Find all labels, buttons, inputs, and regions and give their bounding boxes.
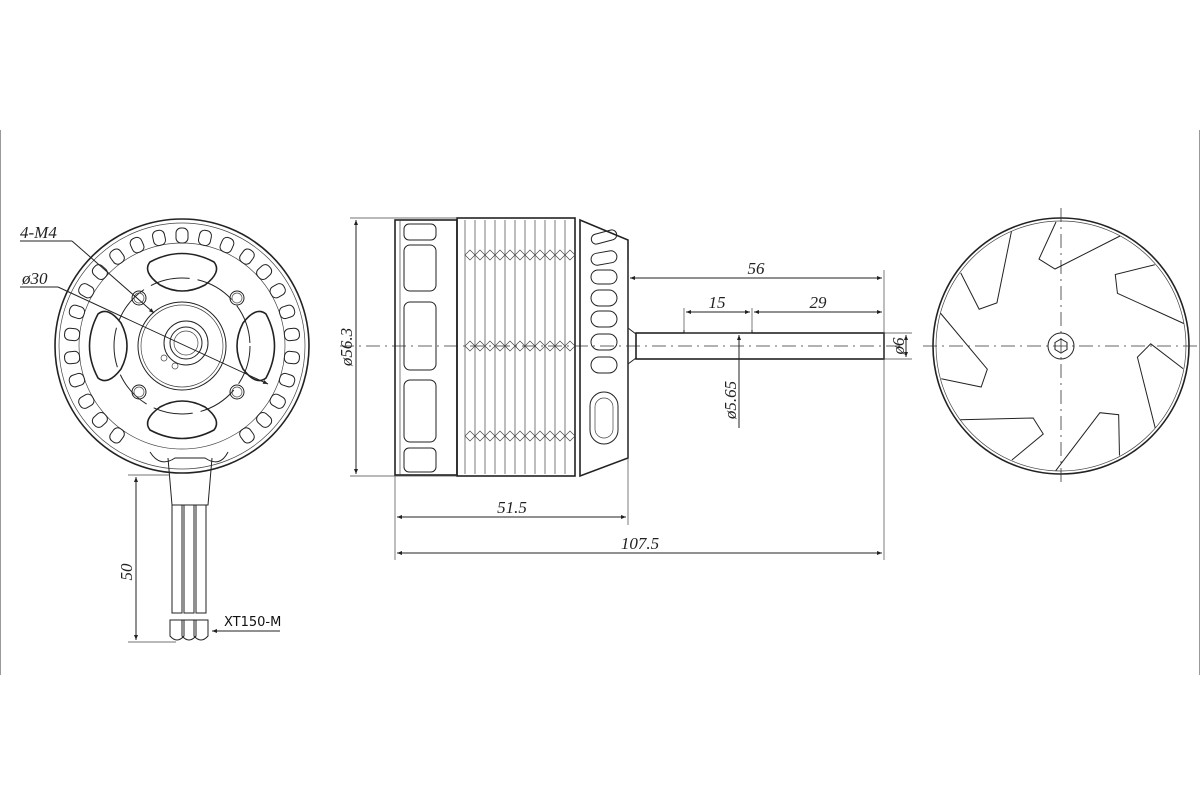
mount-holes <box>131 290 245 400</box>
cooling-slots <box>63 227 301 446</box>
endcap-slots <box>589 229 619 445</box>
can-ribs <box>464 220 576 474</box>
bolt-circle-callout: ø30 <box>21 269 48 288</box>
shaft-diameter-dim: ø6 <box>889 337 908 356</box>
body-diameter-dim: ø56.3 <box>337 328 356 367</box>
lead-length-dim: 50 <box>117 563 136 581</box>
overall-length-dim: 107.5 <box>621 534 659 553</box>
rear-view <box>923 208 1200 484</box>
body-length-dim: 51.5 <box>497 498 527 517</box>
side-view: ø56.3 56 15 29 ø6 ø5.65 51.5 107.5 <box>337 217 912 560</box>
flat-to-end-dim: 29 <box>810 293 828 312</box>
shaft-length-dim: 56 <box>748 259 766 278</box>
flat-length-dim: 15 <box>709 293 726 312</box>
lead-wires <box>169 504 209 641</box>
connector-label: XT150-M <box>224 615 281 630</box>
fan-blades <box>926 221 1196 484</box>
bolt-circle-leader <box>57 286 269 385</box>
vent-windows <box>88 252 276 440</box>
front-view: 4-M4 ø30 50 XT150-M <box>20 218 310 643</box>
bolt-circle <box>113 277 251 415</box>
base-windows <box>403 223 437 473</box>
flat-diameter-dim: ø5.65 <box>721 381 740 420</box>
hex-socket-icon <box>1054 338 1068 354</box>
mount-hole-leader <box>71 240 155 314</box>
mount-holes-callout: 4-M4 <box>20 223 57 242</box>
